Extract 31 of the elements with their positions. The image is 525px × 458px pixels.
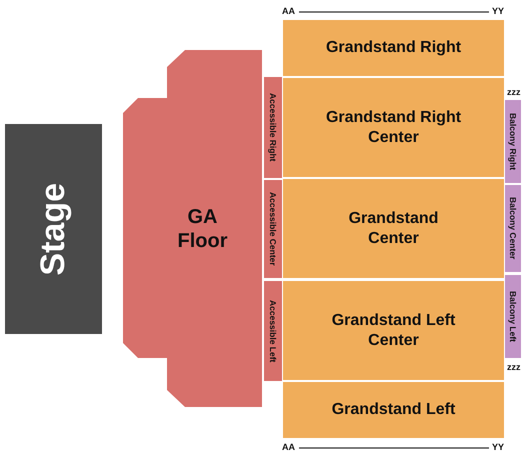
- seating-section: [505, 100, 521, 183]
- seating-section: [264, 77, 282, 178]
- row-label: AA: [282, 442, 295, 452]
- section-label: Grandstand Left: [330, 400, 456, 420]
- section-label: Accessible Right: [268, 93, 278, 162]
- seating-section: [505, 275, 521, 358]
- section-label: Accessible Left: [268, 300, 278, 362]
- row-label: zzz: [507, 362, 520, 372]
- row-label: YY: [492, 6, 504, 16]
- section-label: Accessible Center: [268, 192, 278, 266]
- section-label: Grandstand Left Center: [330, 311, 456, 350]
- section-label: Grandstand Center: [348, 209, 440, 248]
- seating-section: [283, 281, 504, 380]
- seating-section: [283, 179, 504, 278]
- seating-section: [283, 382, 504, 438]
- section-label: Balcony Center: [508, 197, 518, 260]
- seating-section: [264, 281, 282, 381]
- section-label: Balcony Right: [508, 112, 518, 170]
- seating-section: [264, 180, 282, 278]
- section-label: GA Floor: [176, 204, 228, 252]
- row-label: zzz: [507, 87, 520, 97]
- section-label: Stage: [33, 182, 74, 276]
- section-label: Balcony Left: [508, 290, 518, 342]
- section-label: Grandstand Right Center: [324, 108, 462, 147]
- stage-area: [5, 124, 102, 334]
- row-label: YY: [492, 442, 504, 452]
- seating-section: [505, 185, 521, 272]
- section-label: Grandstand Right: [324, 38, 462, 58]
- seating-section: [283, 78, 504, 177]
- seating-section: [283, 20, 504, 76]
- row-label: AA: [282, 6, 295, 16]
